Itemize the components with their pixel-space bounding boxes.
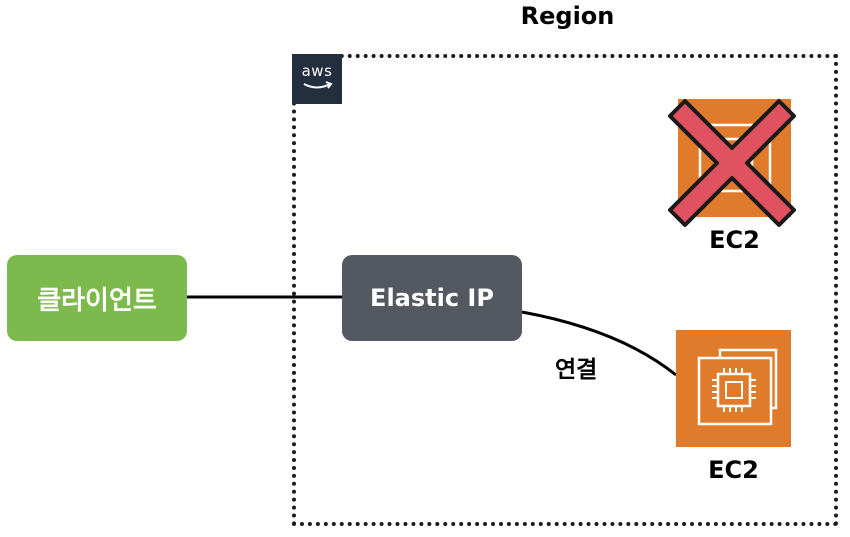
cross-icon: [668, 99, 796, 227]
region-title: Region: [520, 2, 615, 30]
aws-logo: aws: [292, 54, 342, 104]
aws-logo-text: aws: [301, 62, 333, 80]
connection-label: 연결: [555, 357, 598, 383]
ec2-label-bottom: EC2: [708, 456, 759, 484]
aws-smile-icon: [303, 81, 333, 89]
client-node: 클라이언트: [7, 255, 187, 341]
ec2-label-top: EC2: [709, 226, 760, 254]
eip-to-ec2-line: [521, 310, 677, 377]
region-boundary: [292, 54, 838, 526]
elastic-ip-node: Elastic IP: [342, 255, 522, 341]
ec2-icon: [697, 348, 778, 426]
elastic-ip-label: Elastic IP: [370, 284, 494, 312]
ec2-instance-connected: [676, 330, 791, 447]
client-label: 클라이언트: [37, 285, 157, 316]
